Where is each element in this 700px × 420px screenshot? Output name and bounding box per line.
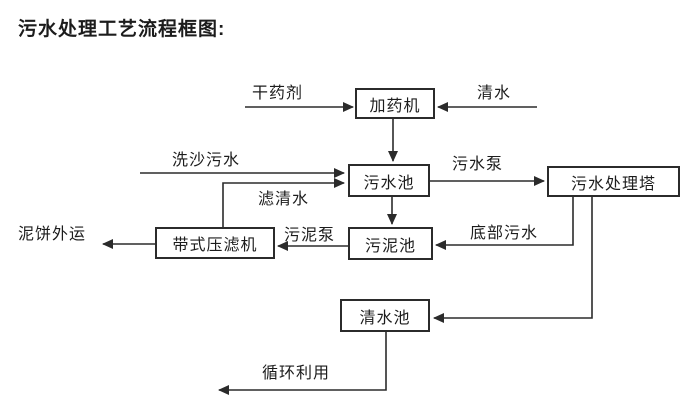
label-bottom-sewage: 底部污水: [470, 225, 539, 242]
label-sewage-pump: 污水泵: [452, 156, 504, 173]
label-sand-washing-sewage: 洗沙污水: [172, 152, 241, 169]
label-filtered-water: 滤清水: [258, 191, 310, 208]
node-clean-water-pool: 清水池: [340, 299, 430, 332]
arrow-tower-to-clean-water-pool: [433, 197, 592, 323]
node-sewage-pool: 污水池: [348, 164, 430, 197]
node-belt-filter-press: 带式压滤机: [155, 227, 275, 259]
arrow-filtered-water-to-sewage-pool: [223, 178, 345, 227]
node-dosing-machine: 加药机: [355, 88, 435, 119]
arrow-clean-water-pool-to-recycle: [218, 332, 386, 395]
label-sludge-pump: 污泥泵: [284, 227, 336, 244]
label-mud-cake-out: 泥饼外运: [18, 226, 87, 243]
label-recycle: 循环利用: [262, 365, 331, 382]
page-title: 污水处理工艺流程框图:: [18, 19, 226, 40]
node-sludge-pool: 污泥池: [348, 227, 433, 260]
label-clean-water: 清水: [477, 85, 512, 102]
label-dry-chemical: 干药剂: [252, 85, 304, 102]
node-sewage-treatment-tower: 污水处理塔: [547, 166, 680, 197]
arrow-tower-bottom-sewage-to-sludge-pool: [435, 197, 573, 250]
